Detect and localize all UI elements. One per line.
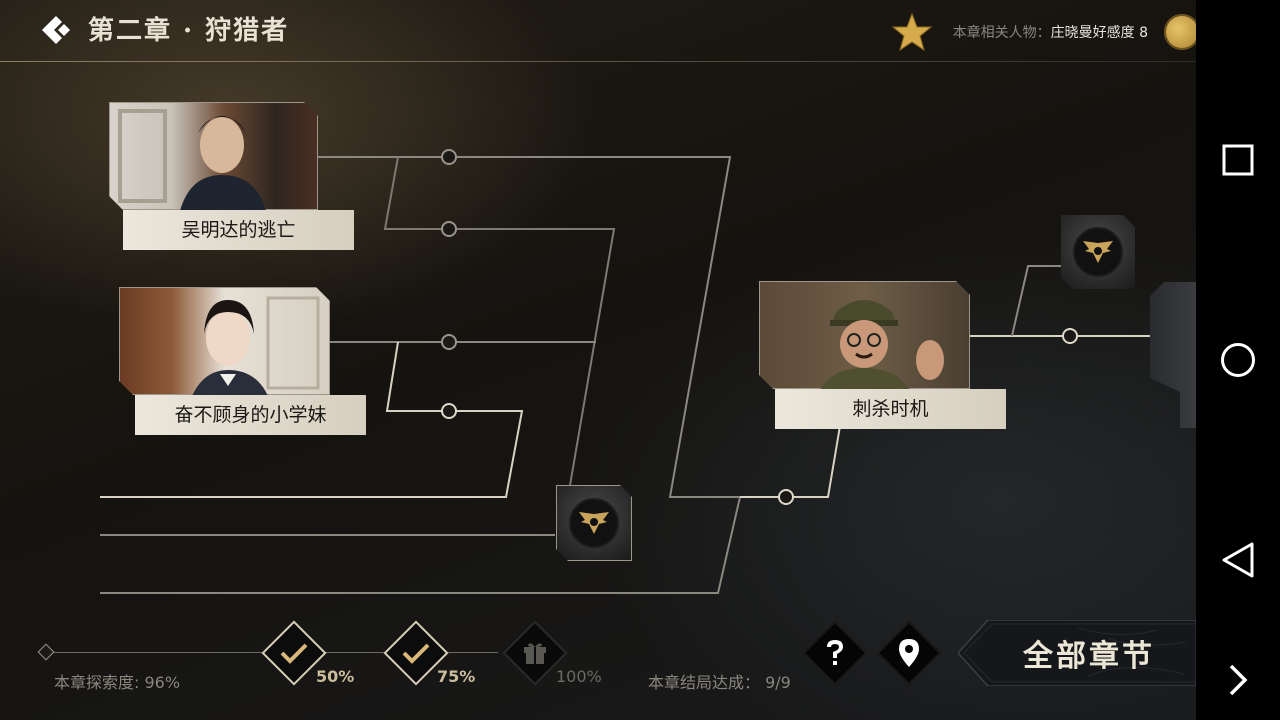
ending-label: 本章结局达成： — [648, 673, 761, 692]
question-icon — [827, 640, 843, 665]
help-button[interactable] — [802, 620, 868, 686]
story-flow-map — [100, 149, 1150, 594]
card-label: 奋不顾身的小学妹 — [135, 395, 366, 435]
back-arrow-icon — [42, 16, 70, 44]
card-label: 刺杀时机 — [775, 389, 1006, 429]
home-button[interactable] — [1214, 336, 1262, 384]
card-label: 吴明达的逃亡 — [123, 210, 354, 250]
milestone-percent: 100% — [556, 667, 602, 686]
flow-line — [383, 156, 616, 498]
check-icon — [280, 643, 308, 664]
milestone-75[interactable] — [383, 620, 449, 686]
check-icon — [402, 643, 430, 664]
milestone-percent: 75% — [437, 667, 476, 686]
square-icon — [1222, 144, 1254, 176]
milestone-percent: 50% — [316, 667, 355, 686]
back-button[interactable] — [38, 12, 74, 48]
flow-node-dot — [441, 149, 457, 165]
related-label: 本章相关人物： — [952, 25, 1051, 41]
eagle-emblem-icon — [577, 508, 611, 538]
character-portrait — [119, 287, 330, 395]
story-node-card-3[interactable]: 刺杀时机 — [759, 281, 1006, 429]
chapter-title: 第二章 · 狩猎者 — [88, 16, 290, 46]
recent-apps-button[interactable] — [1214, 136, 1262, 184]
exploration-progress-label: 本章探索度: 96% — [54, 673, 181, 692]
affinity-value: 庄晓曼好感度 8 — [1050, 25, 1148, 41]
flow-line — [1011, 265, 1062, 337]
triangle-back-icon — [1222, 542, 1254, 578]
flow-node-dot — [1062, 328, 1078, 344]
locked-node-emblem[interactable] — [1061, 215, 1135, 289]
flow-line — [740, 425, 841, 498]
system-nav-bar — [1196, 0, 1280, 720]
circle-icon — [1221, 343, 1255, 377]
flow-node-dot — [441, 334, 457, 350]
chevron-right-icon — [1229, 664, 1248, 696]
ending-value: 9/9 — [765, 673, 791, 692]
flow-line — [100, 156, 742, 594]
character-portrait — [109, 102, 318, 210]
expand-button[interactable] — [1214, 656, 1262, 704]
all-chapters-button[interactable]: 全部章节 — [958, 620, 1196, 686]
header-divider — [0, 61, 1196, 62]
location-pin-icon — [899, 639, 919, 667]
system-back-button[interactable] — [1214, 536, 1262, 584]
flow-node-dot — [441, 403, 457, 419]
locked-node-emblem[interactable] — [556, 485, 632, 561]
game-screen: 第二章 · 狩猎者 本章相关人物： 庄晓曼好感度 8 吴明达的逃亡 — [0, 0, 1196, 720]
milestone-100[interactable] — [502, 620, 568, 686]
all-chapters-label: 全部章节 — [1023, 639, 1155, 674]
flow-node-dot — [778, 489, 794, 505]
character-portrait — [759, 281, 970, 389]
location-button[interactable] — [876, 620, 942, 686]
story-node-card-1[interactable]: 吴明达的逃亡 — [109, 102, 354, 250]
gift-icon — [524, 643, 546, 664]
flow-node-dot — [441, 221, 457, 237]
story-node-card-2[interactable]: 奋不顾身的小学妹 — [119, 287, 366, 435]
coin-icon[interactable] — [1164, 14, 1196, 50]
star-icon — [891, 12, 933, 52]
milestone-50[interactable] — [261, 620, 327, 686]
eagle-emblem-icon — [1081, 237, 1115, 267]
flow-line — [100, 341, 524, 498]
related-character: 本章相关人物： 庄晓曼好感度 8 — [953, 22, 1148, 42]
ending-progress: 本章结局达成： 9/9 — [648, 669, 791, 693]
